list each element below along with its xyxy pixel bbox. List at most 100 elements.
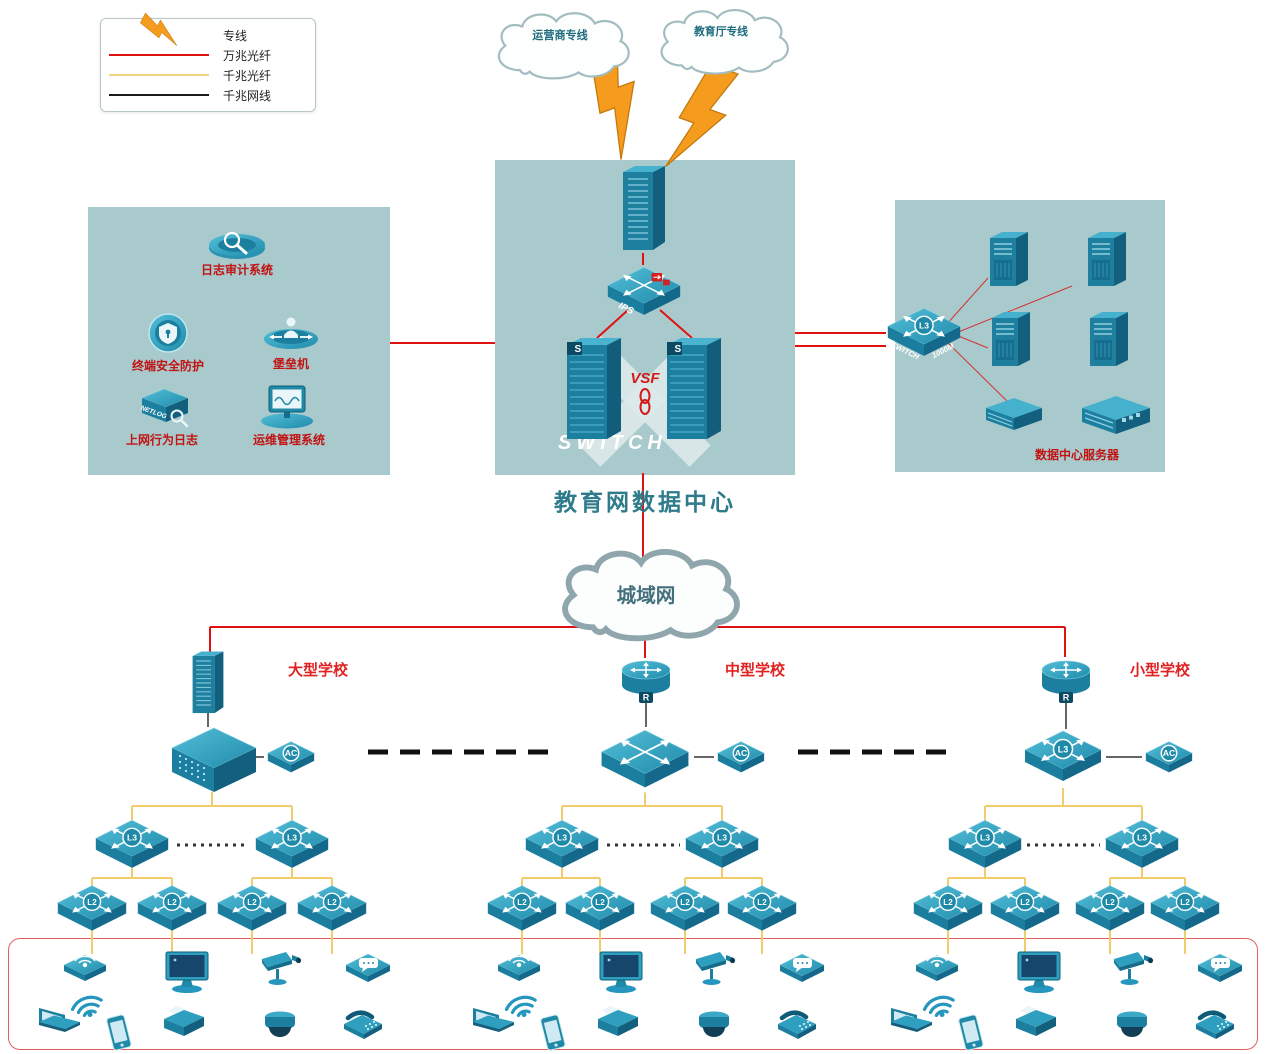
svg-text:L3: L3 — [287, 833, 297, 843]
l3-switch: L3 SWITCH 1000M — [95, 819, 169, 874]
desk-phone-icon — [772, 1008, 820, 1044]
chat-terminal-icon — [345, 953, 391, 983]
wireless-ap-icon — [497, 952, 541, 982]
printer-icon — [164, 1006, 204, 1036]
ac-controller: AC — [1145, 737, 1193, 774]
school-small-label: 小型学校 — [1130, 662, 1191, 679]
svg-text:L2: L2 — [1020, 898, 1030, 907]
chat-terminal-icon — [1197, 953, 1243, 983]
svg-text:L3: L3 — [919, 321, 929, 331]
black-line-icon — [109, 85, 213, 105]
chat-terminal-icon — [779, 953, 825, 983]
wireless-ap-icon — [915, 952, 959, 982]
terminal-security-label: 终端安全防护 — [131, 359, 204, 373]
svg-text:AC: AC — [285, 748, 298, 758]
l2-switch: L2 SWITCH 1000M — [1150, 884, 1220, 936]
smartphone-icon — [539, 1013, 567, 1052]
dome-camera-icon — [1117, 1011, 1147, 1037]
log-audit-label: 日志审计系统 — [200, 263, 273, 277]
printer-icon — [598, 1006, 638, 1036]
netlog-icon: NETLOG — [140, 387, 190, 428]
l2-switch: L2 SWITCH 1000M — [727, 884, 797, 936]
svg-text:R: R — [643, 693, 650, 703]
cctv-camera-icon — [1114, 952, 1154, 985]
endpoint-zone-border — [8, 938, 1258, 1050]
svg-text:L3: L3 — [557, 833, 567, 843]
svg-text:S: S — [675, 344, 682, 355]
bastion-host-icon — [263, 316, 319, 350]
server-tower — [991, 311, 1031, 367]
wire-server-fan — [945, 277, 1073, 405]
ac-controller: AC — [267, 737, 315, 774]
svg-text:L2: L2 — [517, 898, 527, 907]
school-large-label: 大型学校 — [288, 662, 349, 679]
l2-switch: L2 SWITCH 1000M — [57, 884, 127, 936]
l2-switch: L2 SWITCH 1000M — [137, 884, 207, 936]
server-tower — [1087, 231, 1127, 287]
lightning-icon — [109, 11, 213, 48]
legend-label: 万兆光纤 — [223, 48, 272, 63]
svg-text:R: R — [1063, 693, 1070, 703]
router-device: R — [1041, 660, 1091, 704]
legend-label: 千兆光纤 — [223, 68, 272, 83]
svg-text:L2: L2 — [757, 898, 767, 907]
server-rack — [985, 397, 1043, 431]
l2-switch: L2 SWITCH 1000M — [297, 884, 367, 936]
cloud-education: 教育厅专线 — [660, 8, 789, 75]
desktop-monitor-icon — [1017, 951, 1061, 994]
l2-switch: L2 SWITCH 1000M — [565, 884, 635, 936]
l2-switch: L2 SWITCH 1000M — [990, 884, 1060, 936]
l3-switch: L3 SWITCH 1000M — [255, 819, 329, 874]
server-tower — [989, 231, 1029, 287]
school-firewall — [192, 650, 224, 714]
legend-item: 专线 — [109, 11, 307, 48]
smartphone-icon — [957, 1013, 985, 1052]
cctv-camera-icon — [262, 952, 302, 985]
svg-text:AC: AC — [735, 748, 748, 758]
terminal-security-icon — [148, 313, 188, 353]
desk-phone-icon — [338, 1008, 386, 1044]
svg-text:L2: L2 — [87, 898, 97, 907]
school-medium-label: 中型学校 — [725, 662, 786, 679]
cloud-man: 城域网 — [533, 545, 759, 643]
l2-switch: L2 SWITCH 1000M — [913, 884, 983, 936]
svg-text:L2: L2 — [247, 898, 257, 907]
svg-text:L2: L2 — [327, 898, 337, 907]
svg-text:L2: L2 — [595, 898, 605, 907]
dome-camera-icon — [265, 1011, 295, 1037]
router-device: R — [621, 660, 671, 704]
legend: 专线 万兆光纤 千兆光纤 千兆网线 — [100, 11, 316, 112]
printer-icon — [1016, 1006, 1056, 1036]
svg-text:L3: L3 — [1058, 745, 1069, 755]
laptop-icon — [39, 1008, 80, 1032]
legend-label: 专线 — [223, 28, 248, 43]
svg-text:AC: AC — [1163, 748, 1176, 758]
vsf-chain-icon — [639, 388, 651, 415]
l2-switch: L2 SWITCH 1000M — [487, 884, 557, 936]
l3-switch: L3 SWITCH 1000M — [948, 819, 1022, 874]
l3-switch: L3 SWITCH 1000M — [525, 819, 599, 874]
desktop-monitor-icon — [165, 951, 209, 994]
vsf-label: VSF — [630, 370, 660, 387]
lightning-bolt — [661, 59, 742, 181]
core-switch-2: S — [666, 337, 722, 440]
laptop-icon — [473, 1008, 514, 1032]
school-core-switch: L3 SWITCH 1000M — [1024, 730, 1102, 787]
l3-switch: L3 SWITCH 1000M — [1105, 819, 1179, 874]
svg-text:L2: L2 — [1105, 898, 1115, 907]
laptop-icon — [891, 1008, 932, 1032]
svg-text:S: S — [575, 344, 582, 355]
server-zone-switch: L3 SWITCH 1000M — [887, 307, 961, 362]
smartphone-icon — [105, 1013, 133, 1052]
svg-text:城域网: 城域网 — [617, 584, 676, 607]
svg-text:L3: L3 — [980, 833, 990, 843]
svg-text:L2: L2 — [680, 898, 690, 907]
l3-switch: L3 SWITCH 1000M — [685, 819, 759, 874]
log-audit-icon — [207, 231, 267, 261]
core-switch-1: S — [566, 337, 622, 440]
svg-text:L3: L3 — [127, 833, 137, 843]
svg-text:L3: L3 — [1137, 833, 1147, 843]
netlog-label: 上网行为日志 — [125, 433, 198, 447]
l2-switch: L2 SWITCH 1000M — [650, 884, 720, 936]
svg-text:L3: L3 — [717, 833, 727, 843]
